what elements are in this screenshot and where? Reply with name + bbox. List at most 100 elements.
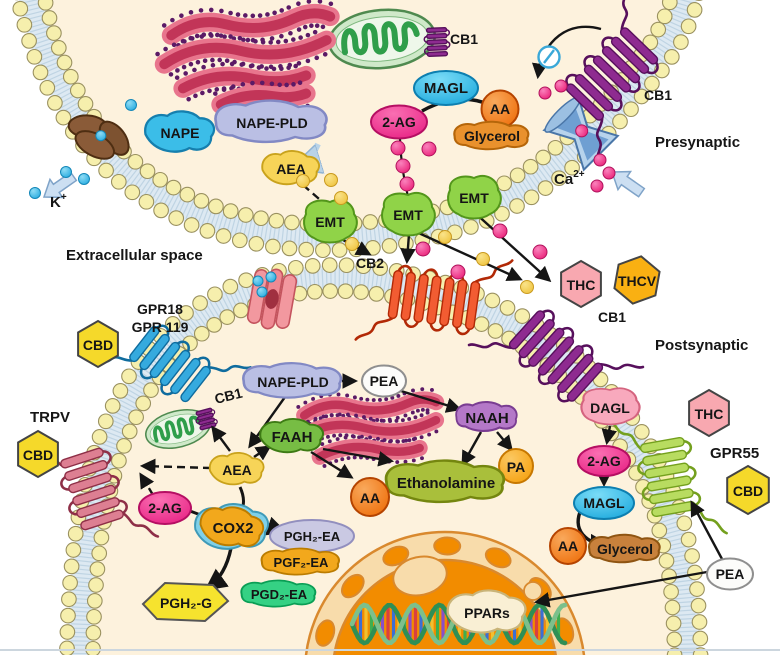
pgh2g-hexagon xyxy=(141,581,230,623)
label-emt2: EMT xyxy=(393,207,423,223)
cb1-receptor-presynaptic xyxy=(565,0,659,162)
inhibition-symbol xyxy=(537,45,561,69)
magl-right-shape xyxy=(573,486,635,520)
label-cb2: CB2 xyxy=(356,255,384,271)
label-cb1-post: CB1 xyxy=(598,309,626,325)
label-pgh2g: PGH₂-G xyxy=(160,595,212,611)
arrow-2ag-trpv xyxy=(139,472,155,496)
label-pea-right: PEA xyxy=(716,566,745,582)
arrow-aea-emt xyxy=(302,184,327,206)
pa-shape xyxy=(498,448,534,484)
arrow-naah-pa xyxy=(496,431,513,452)
label-glycerol-pre: Glycerol xyxy=(464,128,520,144)
label-magl-right: MAGL xyxy=(583,495,625,511)
aea-molecules xyxy=(296,173,534,294)
arrow-cb1-inhibit-ca xyxy=(531,25,602,80)
cbd-hexagon-trpv xyxy=(17,429,59,479)
label-pgf2ea: PGF₂-EA xyxy=(274,555,330,570)
potassium-channel xyxy=(67,114,130,160)
arrow-faah-aa xyxy=(310,450,354,479)
label-cbd-gpr18: CBD xyxy=(83,337,113,353)
thc-hexagon-gpr55 xyxy=(688,388,730,438)
arrow-aea-trpv xyxy=(139,458,212,475)
label-cb1-mito-pre: CB1 xyxy=(450,31,478,47)
arrow-emt-cb1post xyxy=(411,228,523,281)
label-cb1-membrane-pre: CB1 xyxy=(644,87,672,103)
arrow-naah-ethanolamine xyxy=(461,431,483,467)
label-faah: FAAH xyxy=(272,429,313,446)
membrane-proteins xyxy=(24,0,728,538)
label-magl-pre: MAGL xyxy=(424,80,468,97)
2ag-post-shape xyxy=(138,491,192,525)
arrow-aea-faah xyxy=(253,445,272,461)
label-ca-ion: Ca2+ xyxy=(554,169,585,188)
arrow-emt3-cb1post xyxy=(473,211,552,283)
label-pea-post: PEA xyxy=(370,373,399,389)
label-ppars: PPARs xyxy=(464,605,510,621)
2ag-shape xyxy=(370,104,428,140)
molecule-shapes xyxy=(17,70,770,634)
arrow-dagl-2ag xyxy=(601,425,617,446)
label-trpv: TRPV xyxy=(30,409,70,426)
label-thcv: THCV xyxy=(618,273,657,289)
labels: CB1 CB1 Presynaptic K+ Ca2+ NAPE NAPE-PL… xyxy=(23,31,763,621)
label-thc-membrane: THC xyxy=(567,277,596,293)
cb1-receptor-postsynaptic xyxy=(467,309,645,403)
cbd-hexagon-gpr55 xyxy=(726,464,770,516)
label-aea-post: AEA xyxy=(222,462,252,478)
label-emt3: EMT xyxy=(459,190,489,206)
2ag-right-shape xyxy=(577,445,631,477)
label-k-ion: K+ xyxy=(50,192,67,211)
pea-shape xyxy=(361,364,407,398)
label-dagl: DAGL xyxy=(590,400,630,416)
gpr55-receptor xyxy=(608,419,728,535)
magl-shape xyxy=(413,70,479,106)
label-aa-right: AA xyxy=(558,538,578,554)
arrow-emt-cb2-receptor xyxy=(400,233,416,265)
trpv-receptor xyxy=(24,440,160,538)
arrow-pea-naah xyxy=(400,389,462,413)
label-aa-pre: AA xyxy=(490,101,510,117)
cbd-hexagon-gpr18 xyxy=(77,319,119,369)
aa-right-shape xyxy=(549,527,587,565)
aa-post-shape xyxy=(350,477,390,517)
label-gpr119: GPR 119 xyxy=(132,319,189,335)
cb1-mito-receptor-post xyxy=(195,407,218,431)
pathway-arrows xyxy=(139,25,724,608)
label-2ag-post: 2-AG xyxy=(148,500,182,516)
thcv-hexagon xyxy=(613,255,661,305)
label-pa: PA xyxy=(507,459,525,475)
cb1-mito-receptor-pre xyxy=(423,27,451,57)
k-ions xyxy=(29,99,277,298)
label-nape-pld-post: NAPE-PLD xyxy=(257,374,329,390)
label-cb1-mito-post: CB1 xyxy=(213,385,244,407)
arrow-pea-gpr55 xyxy=(690,500,724,560)
arrow-faah-ethanolamine xyxy=(322,447,395,467)
thc-hexagon-membrane xyxy=(560,259,602,309)
label-gpr18: GPR18 xyxy=(137,301,183,317)
cb2-receptor xyxy=(354,259,514,341)
label-presynaptic: Presynaptic xyxy=(655,134,740,151)
label-nape-pld-pre: NAPE-PLD xyxy=(236,115,308,131)
label-pgd2ea: PGD₂-EA xyxy=(251,587,308,602)
pea-right-shape xyxy=(706,557,754,591)
arrow-aea-mito-cb1 xyxy=(211,425,231,452)
label-gpr55: GPR55 xyxy=(710,445,759,462)
label-glycerol-right: Glycerol xyxy=(597,541,653,557)
arrow-napepld-aea-post xyxy=(248,396,286,449)
label-postsynaptic: Postsynaptic xyxy=(655,337,748,354)
gpr18-gpr119-receptor xyxy=(88,324,252,403)
label-2ag-right: 2-AG xyxy=(587,453,621,469)
label-extracellular: Extracellular space xyxy=(66,247,203,264)
arrow-pea-ppars xyxy=(533,570,708,608)
nucleus-invagination xyxy=(392,555,448,597)
label-cox2: COX2 xyxy=(213,520,254,537)
2ag-molecules xyxy=(390,79,616,280)
label-emt1: EMT xyxy=(315,214,345,230)
label-cbd-trpv: CBD xyxy=(23,447,53,463)
label-aa-post: AA xyxy=(360,490,380,506)
label-naah: NAAH xyxy=(465,410,508,427)
label-aea-pre: AEA xyxy=(276,161,306,177)
